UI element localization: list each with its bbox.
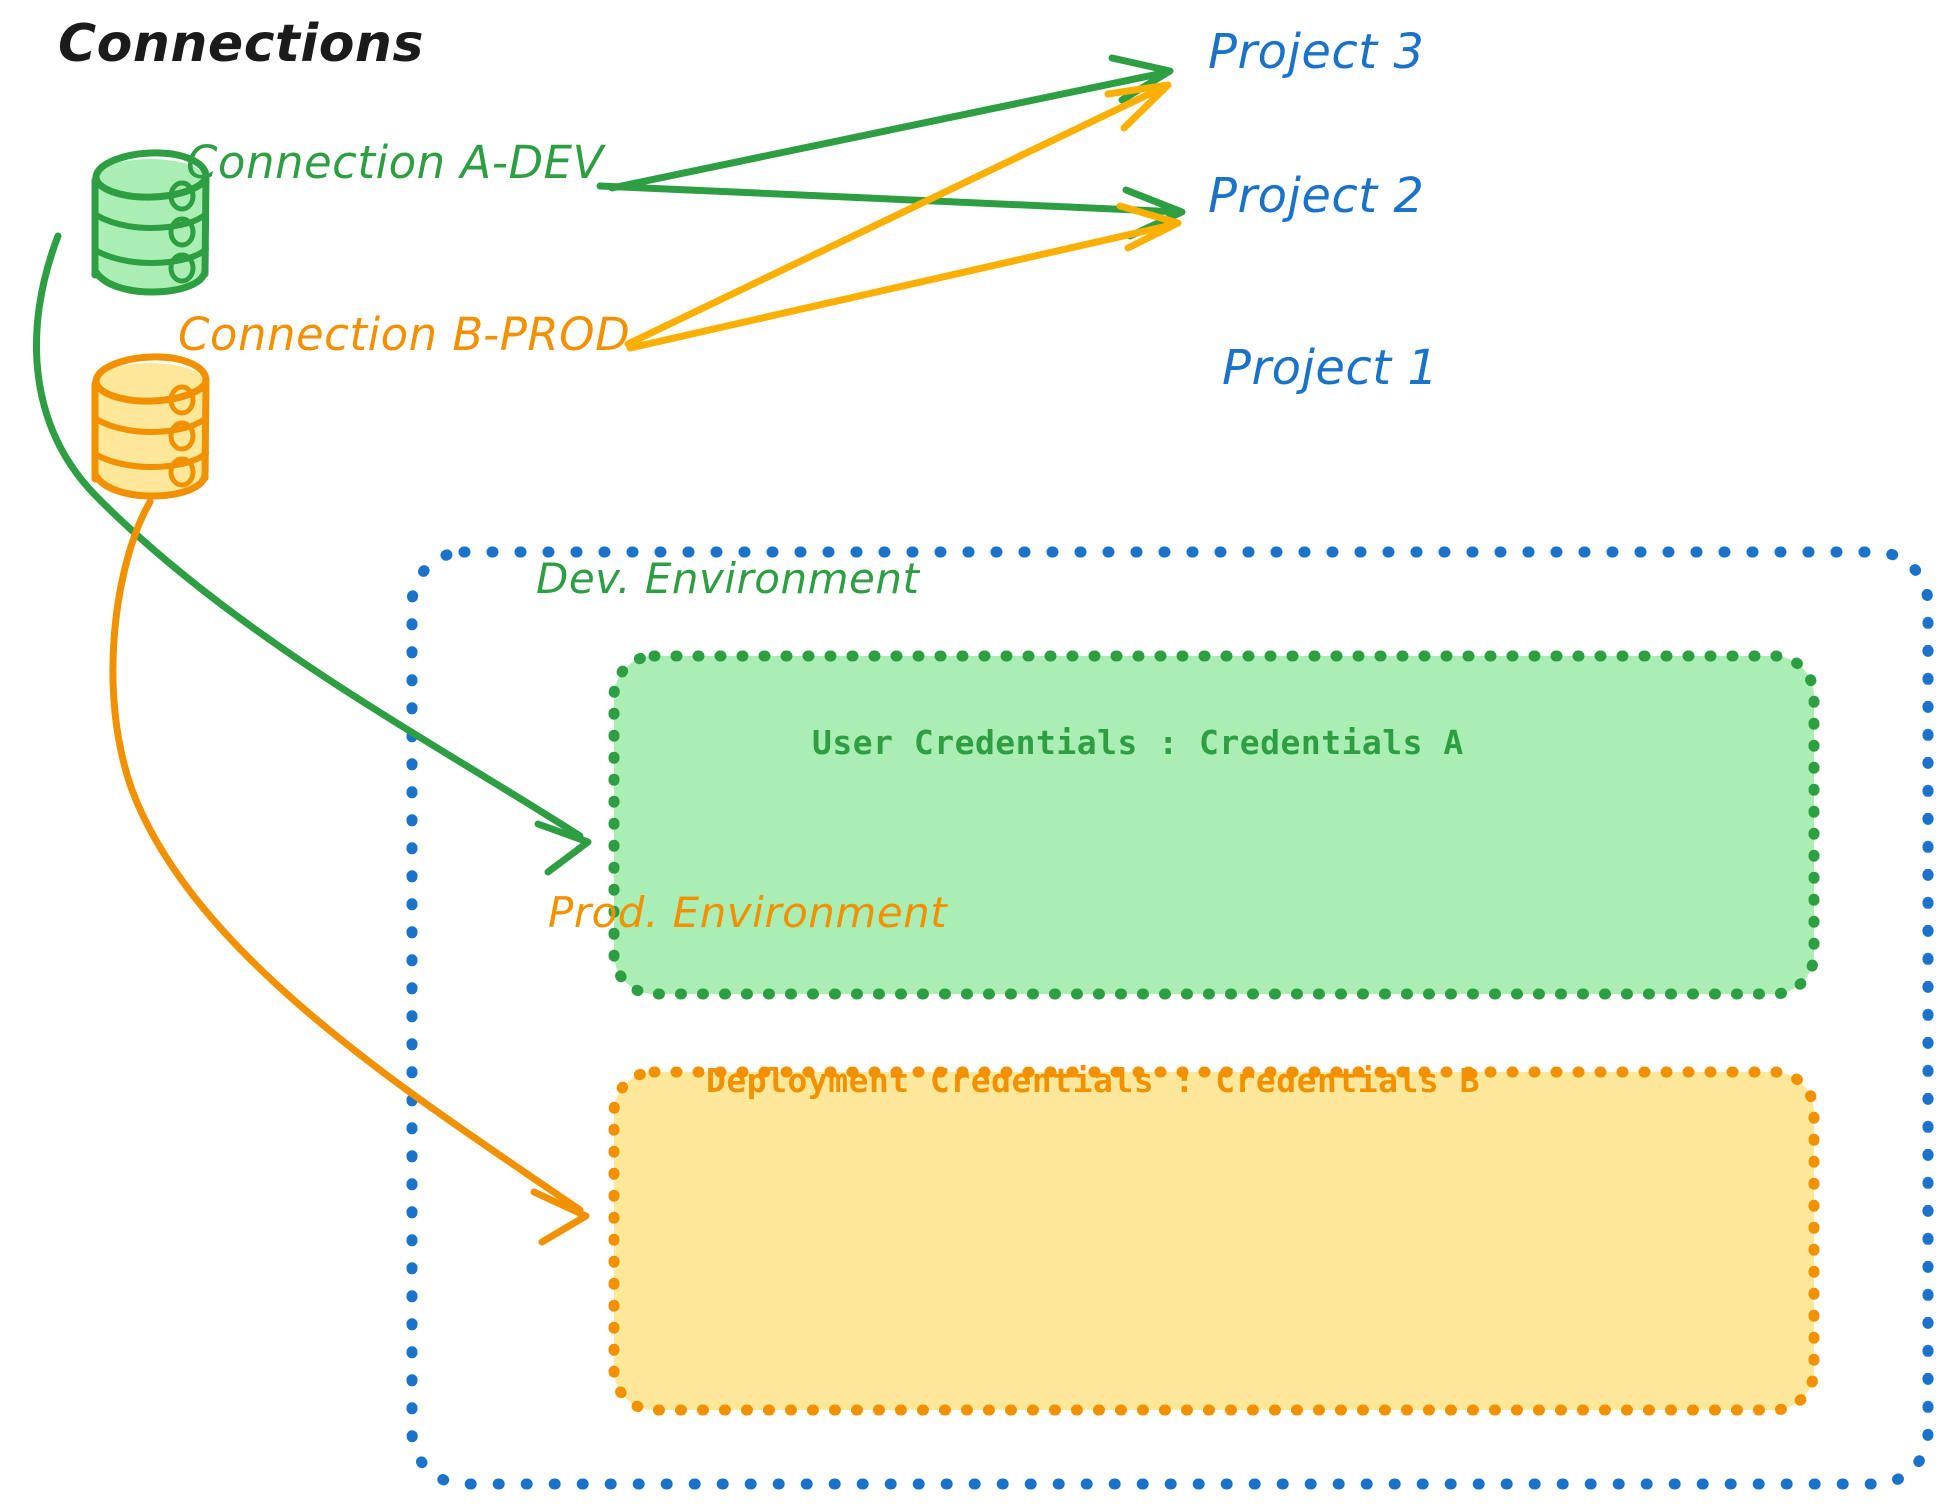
dev-environment-title: Dev. Environment — [536, 554, 920, 603]
dev-environment-credentials: User Credentials : Credentials A — [812, 723, 1464, 762]
dev-environment-box-border — [608, 650, 1820, 1000]
project-3-label: Project 3 — [1208, 24, 1425, 80]
dev-environment-box-fill — [614, 656, 1814, 994]
connection-a-dev-label: Connection A-DEV — [186, 136, 604, 189]
edge-b-prod-to-project-2 — [626, 202, 1182, 352]
prod-environment-credentials: Deployment Credentials : Credentials B — [706, 1061, 1480, 1100]
connection-b-prod-label: Connection B-PROD — [178, 308, 631, 361]
prod-environment-box-fill — [614, 1072, 1814, 1410]
page-title: Connections — [58, 14, 424, 74]
project-1-label: Project 1 — [1222, 340, 1439, 396]
edge-b-prod-to-project-3 — [624, 81, 1172, 348]
edge-a-dev-to-project-2 — [596, 182, 1186, 240]
prod-environment-title: Prod. Environment — [548, 888, 948, 937]
project-2-label: Project 2 — [1208, 168, 1425, 224]
edge-b-prod-to-prod-environment — [109, 498, 590, 1246]
prod-environment-box-border — [608, 1066, 1820, 1416]
database-cylinder-icon-green — [91, 149, 210, 296]
edge-a-dev-to-dev-environment — [32, 232, 592, 876]
project-1-container-border — [406, 546, 1934, 1490]
database-cylinder-icon-orange — [91, 353, 210, 500]
